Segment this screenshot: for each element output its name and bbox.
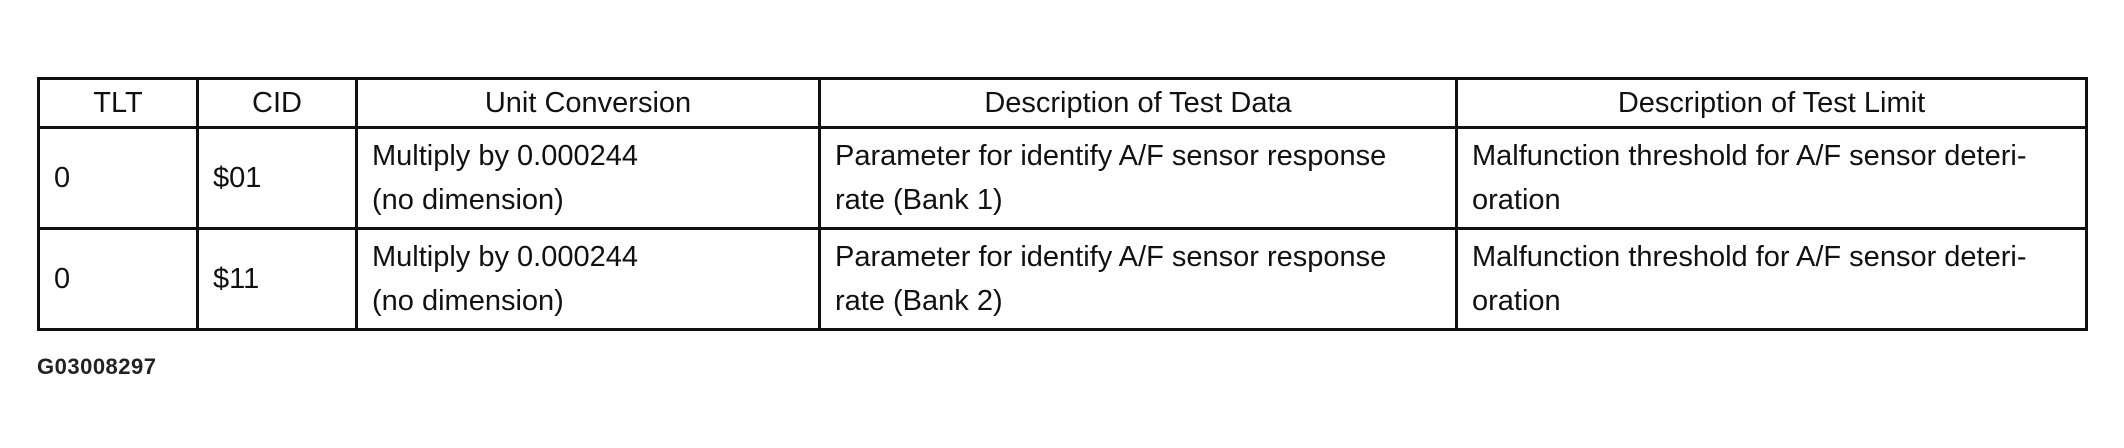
cell-line: Multiply by 0.000244 [372,241,638,273]
cell-line: Multiply by 0.000244 [372,140,638,172]
cell-test-limit: Malfunction threshold for A/F sensor det… [1455,126,2088,230]
cell-line: (no dimension) [372,184,564,216]
cell-test-data: Parameter for identify A/F sensor respon… [818,227,1458,331]
cell-cid: $01 [196,126,358,230]
cell-test-limit: Malfunction threshold for A/F sensor det… [1455,227,2088,331]
figure-code: G03008297 [37,354,157,379]
table-row: 0 $01 Multiply by 0.000244 (no dimension… [37,126,2088,230]
header-test-limit: Description of Test Limit [1455,77,2088,129]
table-row: 0 $11 Multiply by 0.000244 (no dimension… [37,227,2088,331]
cell-line: (no dimension) [372,285,564,317]
header-cid: CID [196,77,358,129]
cell-line: oration [1472,285,1561,317]
cell-line: rate (Bank 2) [835,285,1003,317]
test-data-table: TLT CID Unit Conversion Description of T… [37,77,2088,331]
cell-test-data: Parameter for identify A/F sensor respon… [818,126,1458,230]
cell-cid: $11 [196,227,358,331]
cell-unit-conversion: Multiply by 0.000244 (no dimension) [355,126,821,230]
table-header-row: TLT CID Unit Conversion Description of T… [37,77,2088,129]
cell-tlt: 0 [37,126,199,230]
cell-unit-conversion: Multiply by 0.000244 (no dimension) [355,227,821,331]
cell-line: oration [1472,184,1561,216]
header-unit-conversion: Unit Conversion [355,77,821,129]
cell-line: Malfunction threshold for A/F sensor det… [1472,241,2027,273]
cell-line: Malfunction threshold for A/F sensor det… [1472,140,2027,172]
header-test-data: Description of Test Data [818,77,1458,129]
header-tlt: TLT [37,77,199,129]
cell-tlt: 0 [37,227,199,331]
cell-line: Parameter for identify A/F sensor respon… [835,241,1387,273]
cell-line: rate (Bank 1) [835,184,1003,216]
cell-line: Parameter for identify A/F sensor respon… [835,140,1387,172]
